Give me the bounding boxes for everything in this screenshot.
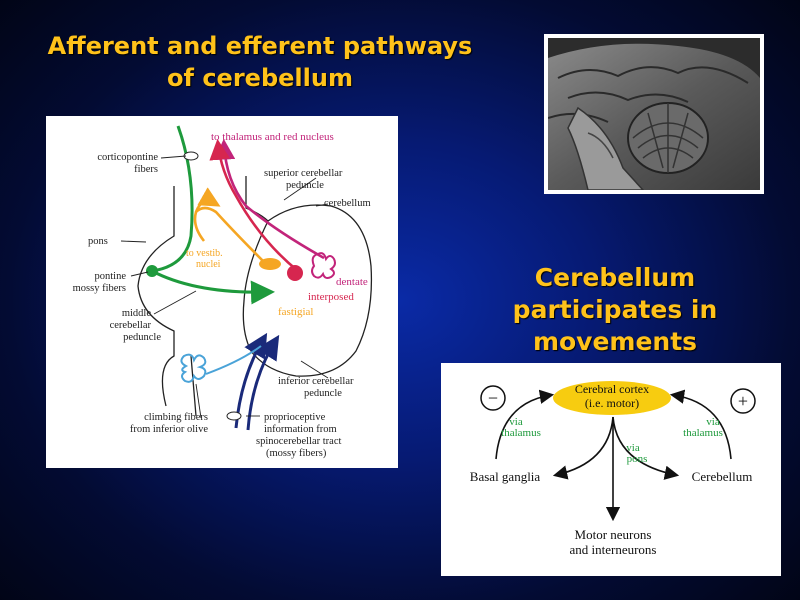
pathways-diagram-svg: to thalamus and red nucleus corticoponti… xyxy=(73,125,373,459)
label-superior-1: superior cerebellar xyxy=(264,168,343,179)
cerebellum-label: Cerebellum xyxy=(692,469,753,484)
side-text-line-1: Cerebellum xyxy=(534,263,696,292)
interposed-nucleus xyxy=(287,265,303,281)
brainstem-outline xyxy=(137,176,269,417)
leader-inferior xyxy=(300,360,329,379)
label-proprio-4: (mossy fibers) xyxy=(266,448,327,459)
leader-cerebellum xyxy=(315,203,329,207)
leader-superior xyxy=(283,177,317,201)
label-corticopontine-1: corticopontine xyxy=(97,152,158,163)
pontine-mossy-fiber xyxy=(151,269,275,305)
label-vestib-2: nuclei xyxy=(196,259,221,270)
leader-pontine xyxy=(130,271,149,277)
plus-label: + xyxy=(738,391,748,411)
label-middle-1: middle xyxy=(122,308,152,319)
corticopontine-fiber xyxy=(151,125,194,273)
minus-label: − xyxy=(488,388,498,408)
slide-title-line-1: Afferent and efferent pathways xyxy=(47,32,473,60)
side-text-line-2: participates in xyxy=(512,295,718,324)
label-interposed: interposed xyxy=(308,291,354,303)
label-pontine-2: mossy fibers xyxy=(73,283,126,294)
label-to-thalamus: to thalamus and red nucleus xyxy=(211,131,334,143)
label-inferior-2: peduncle xyxy=(304,388,342,399)
label-dentate: dentate xyxy=(336,276,368,288)
via-pons-2: pons xyxy=(627,453,648,465)
label-pontine-1: pontine xyxy=(95,271,127,282)
motor-regulation-svg: Cerebral cortex (i.e. motor) − + via tha… xyxy=(470,381,756,557)
fastigial-nucleus xyxy=(259,258,281,270)
label-middle-3: peduncle xyxy=(123,332,161,343)
motor-label-2: and interneurons xyxy=(569,542,656,557)
motor-regulation-diagram: Cerebral cortex (i.e. motor) − + via tha… xyxy=(441,363,781,576)
via-pons-1: via xyxy=(626,442,640,454)
label-fastigial: fastigial xyxy=(278,306,313,318)
side-text-line-3: movements xyxy=(532,327,698,356)
corticopontine-marker xyxy=(183,151,199,161)
basal-ganglia-label: Basal ganglia xyxy=(470,469,541,484)
label-cerebellum: cerebellum xyxy=(324,198,371,209)
cortex-to-basal-arrow xyxy=(552,416,614,480)
basal-to-cortex-arrow xyxy=(495,389,555,460)
via-thalamus-right-2: thalamus xyxy=(683,427,723,439)
leader-corticopontine xyxy=(160,155,187,159)
plus-sign xyxy=(730,388,756,414)
via-thalamus-right-1: via xyxy=(706,416,720,428)
label-vestib-1: to vestib. xyxy=(186,248,223,259)
brain-photo-image xyxy=(548,38,760,190)
brain-sagittal-photo xyxy=(544,34,764,194)
leader-pons xyxy=(120,240,147,243)
motor-label-1: Motor neurons xyxy=(575,527,652,542)
inferior-olive-fiber xyxy=(246,334,280,431)
label-superior-2: peduncle xyxy=(286,180,324,191)
label-pons: pons xyxy=(88,236,108,247)
proprio-marker xyxy=(226,411,242,421)
via-thalamus-left-2: thalamus xyxy=(501,427,541,439)
label-inferior-1: inferior cerebellar xyxy=(278,376,354,387)
fastigial-efferent xyxy=(193,206,269,267)
cerebral-cortex-node xyxy=(553,381,671,415)
dentate-nucleus xyxy=(311,252,336,279)
label-climbing-1: climbing fibers xyxy=(144,412,208,423)
slide-title-line-2: of cerebellum xyxy=(167,64,353,92)
inferior-olive-squiggle xyxy=(180,353,207,383)
label-proprio-3: spinocerebellar tract xyxy=(256,436,341,447)
label-climbing-2: from inferior olive xyxy=(130,424,208,435)
cerebellum-to-cortex-arrow xyxy=(669,389,732,460)
label-corticopontine-2: fibers xyxy=(134,164,158,175)
via-thalamus-left-1: via xyxy=(509,416,523,428)
cerebellar-pathways-diagram: to thalamus and red nucleus corticoponti… xyxy=(46,116,398,468)
leader-middle xyxy=(153,290,197,315)
cortex-label-1: Cerebral cortex xyxy=(575,382,649,396)
minus-sign xyxy=(480,385,506,411)
interposed-efferent xyxy=(209,138,299,273)
cerebellum-outline xyxy=(242,204,373,377)
dentate-efferent xyxy=(214,138,325,260)
climbing-fiber xyxy=(205,345,262,375)
cortex-to-cerebellum-arrow xyxy=(612,416,680,480)
cortex-label-2: (i.e. motor) xyxy=(585,396,639,410)
label-proprio-2: information from xyxy=(264,424,337,435)
fastigial-ascending xyxy=(194,187,221,213)
leader-climbing xyxy=(195,383,202,419)
label-proprio-1: proprioceptive xyxy=(264,412,326,423)
label-middle-2: cerebellar xyxy=(110,320,152,331)
slide-title: Afferent and efferent pathways of cerebe… xyxy=(10,30,510,94)
